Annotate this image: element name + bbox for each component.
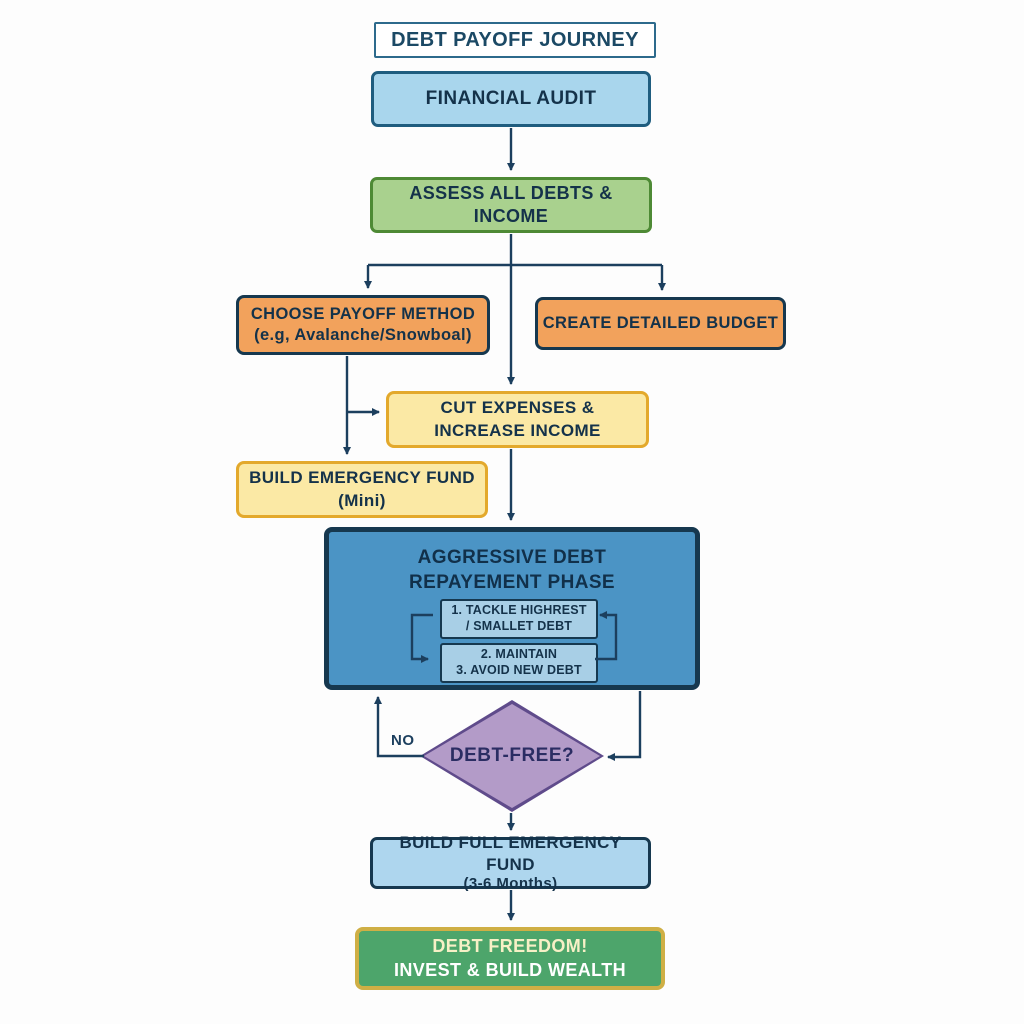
node-choose-method: CHOOSE PAYOFF METHOD (e.g, Avalanche/Sno…	[236, 295, 490, 355]
node-create-budget-label: CREATE DETAILED BUDGET	[542, 313, 779, 332]
node-choose-method-line1: CHOOSE PAYOFF METHOD	[250, 304, 476, 323]
node-financial-audit-label: FINANCIAL AUDIT	[425, 87, 597, 109]
page-title-text: DEBT PAYOFF JOURNEY	[391, 29, 639, 51]
decision-debt-free-label: DEBT-FREE?	[449, 745, 575, 766]
node-phase-step-2: 2. MAINTAIN 3. AVOID NEW DEBT	[440, 643, 598, 683]
node-phase-step2-line2: 3. AVOID NEW DEBT	[456, 663, 582, 677]
node-mini-emergency-fund-line1: BUILD EMERGENCY FUND	[249, 468, 475, 488]
node-phase-step1-line2: / SMALLET DEBT	[465, 619, 573, 633]
node-debt-freedom-line1: DEBT FREEDOM!	[432, 936, 588, 957]
node-mini-emergency-fund-line2: (Mini)	[338, 490, 386, 510]
node-full-emergency-fund-line2: (3-6 Months)	[463, 874, 558, 892]
node-create-budget: CREATE DETAILED BUDGET	[535, 297, 786, 350]
node-full-emergency-fund-line1: BUILD FULL EMERGENCY FUND	[399, 833, 622, 874]
decision-debt-free: DEBT-FREE?	[420, 700, 604, 812]
node-phase-step1-line1: 1. TACKLE HIGHREST	[451, 603, 587, 618]
node-phase-step-1: 1. TACKLE HIGHREST / SMALLET DEBT	[440, 599, 598, 639]
node-assess-debts-label: ASSESS ALL DEBTS & INCOME	[409, 182, 613, 226]
node-assess-debts: ASSESS ALL DEBTS & INCOME	[370, 177, 652, 233]
decision-debt-free-inner: DEBT-FREE?	[424, 704, 600, 808]
node-debt-freedom-line2: INVEST & BUILD WEALTH	[393, 959, 627, 980]
node-cut-expenses: CUT EXPENSES & INCREASE INCOME	[386, 391, 649, 448]
node-cut-expenses-line1: CUT EXPENSES &	[440, 398, 595, 418]
node-repayment-phase: AGGRESSIVE DEBT REPAYEMENT PHASE 1. TACK…	[324, 527, 700, 690]
node-debt-freedom: DEBT FREEDOM! INVEST & BUILD WEALTH	[355, 927, 665, 990]
node-repayment-phase-line2: REPAYEMENT PHASE	[409, 571, 615, 593]
node-repayment-phase-line1: AGGRESSIVE DEBT	[417, 547, 607, 568]
node-mini-emergency-fund: BUILD EMERGENCY FUND (Mini)	[236, 461, 488, 518]
node-full-emergency-fund: BUILD FULL EMERGENCY FUND (3-6 Months)	[370, 833, 651, 892]
decision-no-label: NO	[391, 732, 415, 749]
loop-phase-to-diamond	[607, 691, 642, 761]
node-choose-method-line2: (e.g, Avalanche/Snowboal)	[254, 326, 472, 344]
node-phase-step2-line1: 2. MAINTAIN	[480, 647, 558, 662]
page-title: DEBT PAYOFF JOURNEY	[374, 22, 656, 58]
node-financial-audit: FINANCIAL AUDIT	[371, 71, 651, 127]
node-cut-expenses-line2: INCREASE INCOME	[434, 420, 601, 440]
